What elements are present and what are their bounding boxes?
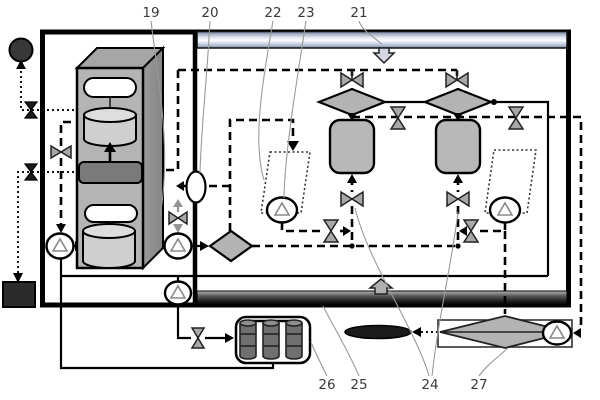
- up-arrow-icon: [104, 142, 116, 152]
- fan-enclosure-left: [260, 151, 311, 214]
- label-22: 22: [264, 5, 281, 21]
- label-20: 20: [201, 5, 218, 21]
- battery-feed-valve: [190, 327, 206, 349]
- leader-lines: [150, 20, 509, 377]
- exhaust-valve-upper: [23, 101, 39, 119]
- storage-tank-right: [434, 118, 482, 175]
- pump-enclosure-left: [265, 196, 299, 224]
- tank-outlet-valve-right: [446, 190, 470, 208]
- crossline-valve-4: [462, 219, 480, 243]
- exhaust-sphere: [8, 37, 34, 63]
- pump-enclosure-right: [488, 196, 522, 224]
- tank-outlet-valve-left: [340, 190, 364, 208]
- storage-tank-left: [328, 118, 376, 175]
- battery-cell-3: [285, 319, 303, 360]
- battery-cell-1: [239, 319, 257, 360]
- mixing-diamond-left: [208, 229, 254, 263]
- label-25: 25: [350, 377, 367, 393]
- gray-branch: [168, 199, 188, 233]
- downflow-arrow-icon: [372, 47, 396, 65]
- label-21: 21: [350, 5, 367, 21]
- exhaust-sink-block: [2, 281, 36, 308]
- cabinet-inlet-valve: [50, 144, 72, 160]
- solid-piping: [59, 100, 550, 370]
- battery-cell-2: [262, 319, 280, 360]
- battery-pack: [234, 315, 312, 365]
- label-23: 23: [297, 5, 314, 21]
- reference-labels: 19 20 22 23 21 26 25 24 27: [142, 5, 487, 393]
- crossline-valve-2: [507, 106, 525, 130]
- cabinet-vent-slot: [83, 77, 137, 98]
- cabinet-drum-upper: [83, 107, 137, 147]
- crossline-valve-1: [389, 106, 407, 130]
- exhaust-valve-lower: [23, 163, 39, 181]
- header-diamond-left: [315, 87, 389, 117]
- cabinet-drum-lower: [82, 223, 136, 269]
- dotted-piping: [13, 60, 438, 337]
- fan-enclosure-right: [484, 149, 537, 214]
- crossline-valve-3: [322, 219, 340, 243]
- distribution-valve-left: [340, 70, 364, 89]
- pump-bottom-loop: [163, 280, 193, 306]
- damper-ellipse: [344, 324, 412, 340]
- pump-cabinet-inlet: [45, 232, 75, 260]
- header-diamond-right: [421, 87, 495, 117]
- label-19: 19: [142, 5, 159, 21]
- pump-heat-exchanger: [541, 320, 573, 346]
- cabinet-core-block: [78, 161, 143, 184]
- distribution-valve-right: [445, 70, 469, 89]
- label-26: 26: [318, 377, 335, 393]
- equipment-cabinet: [74, 45, 166, 271]
- pump-cabinet-outlet: [163, 232, 193, 260]
- cabinet-vent-slot-lower: [84, 204, 138, 223]
- inline-ellipse-device: [185, 170, 207, 204]
- label-27: 27: [470, 377, 487, 393]
- external-heat-exchanger: [437, 315, 573, 349]
- label-24: 24: [421, 377, 438, 393]
